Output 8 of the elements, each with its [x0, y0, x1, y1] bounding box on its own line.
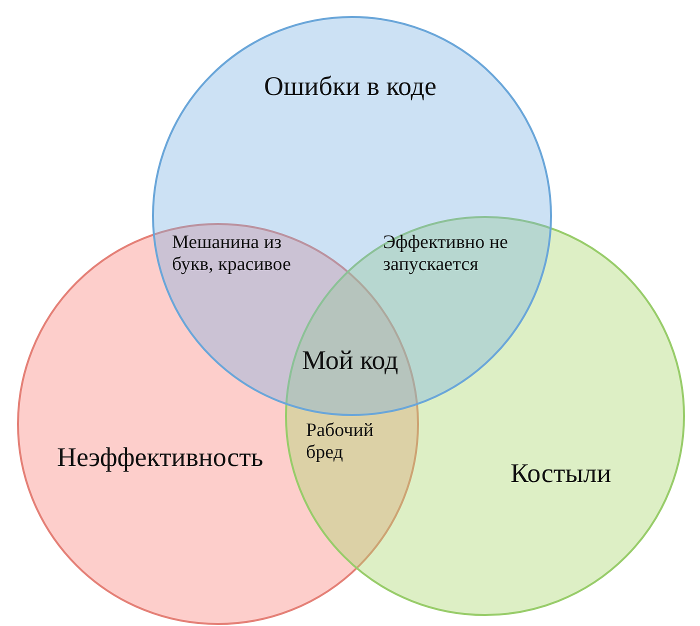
region-label: Мешанина из букв, красивое: [172, 232, 292, 276]
circle-label: Ошибки в коде: [264, 70, 436, 102]
region-label: Рабочий бред: [306, 420, 375, 464]
region-label: Эффективно не запускается: [383, 232, 509, 276]
venn-circle: [152, 16, 552, 416]
center-label: Мой код: [302, 344, 398, 376]
circle-label: Костыли: [510, 458, 612, 489]
circle-label: Неэффективность: [57, 442, 264, 473]
